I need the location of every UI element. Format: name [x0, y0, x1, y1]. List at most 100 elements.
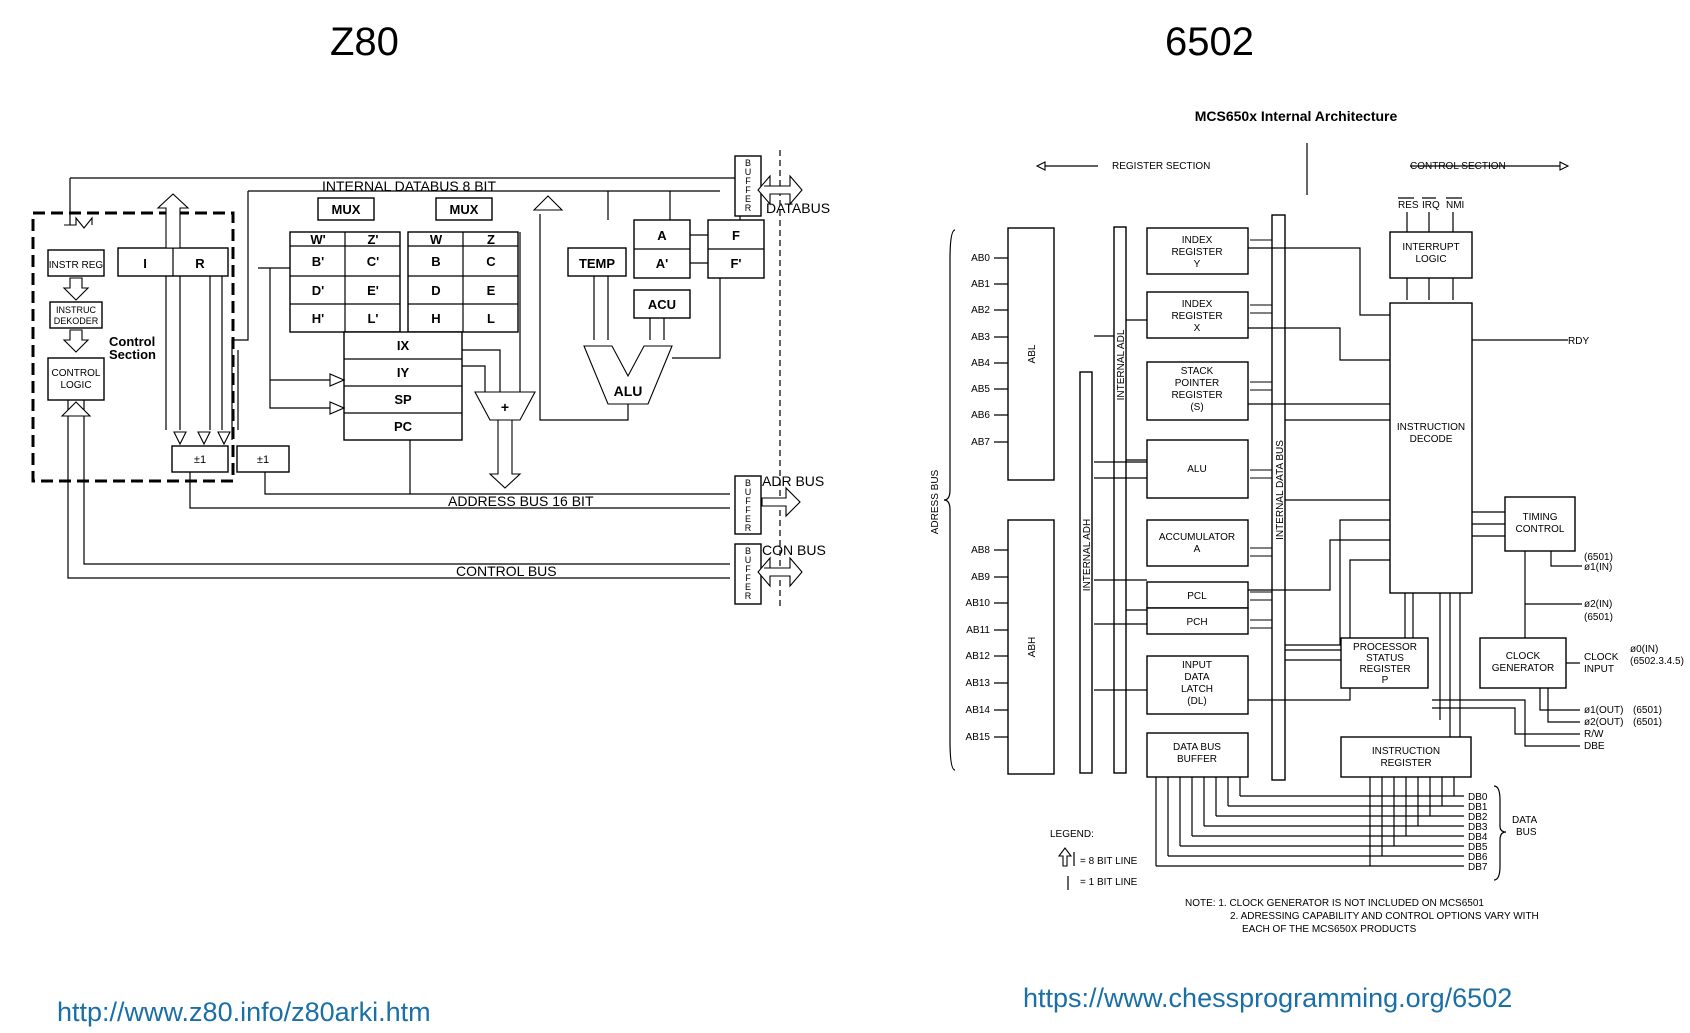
svg-text:INTERNAL DATA BUS: INTERNAL DATA BUS — [1275, 440, 1286, 540]
databus-buffer — [734, 155, 762, 217]
clock-input-2: INPUT — [1584, 664, 1614, 675]
svg-text:TIMING: TIMING — [1523, 512, 1558, 523]
svg-text:ALU: ALU — [1187, 464, 1206, 475]
6502-source-link[interactable]: https://www.chessprogramming.org/6502 — [1023, 983, 1513, 1013]
svg-text:L': L' — [367, 311, 378, 326]
svg-text:R: R — [745, 203, 752, 213]
rdy-pin: RDY — [1568, 336, 1589, 347]
svg-text:F: F — [745, 176, 751, 186]
svg-text:A: A — [1194, 544, 1201, 555]
svg-text:X: X — [1194, 323, 1201, 334]
svg-text:Z: Z — [487, 232, 495, 247]
svg-text:LATCH: LATCH — [1181, 684, 1213, 695]
interrupt-logic — [1389, 231, 1473, 279]
reg-f-alt: F' — [730, 256, 741, 271]
svg-text:INTERNAL ADH: INTERNAL ADH — [1082, 519, 1093, 591]
svg-text:CONTROL: CONTROL — [1516, 524, 1565, 535]
svg-text:DB7: DB7 — [1468, 862, 1488, 873]
data-bus-label-2: BUS — [1516, 827, 1537, 838]
svg-text:F: F — [745, 185, 751, 195]
address-bus-label: ADDRESS BUS 16 BIT — [448, 493, 594, 509]
svg-text:BUFFER: BUFFER — [1177, 754, 1217, 765]
svg-text:DB3: DB3 — [1468, 822, 1488, 833]
databus-label: DATABUS — [766, 200, 830, 216]
instruction-decoder-box — [49, 301, 103, 329]
z80-alu — [583, 345, 673, 405]
abh-register — [1007, 519, 1055, 775]
clock-generator — [1479, 637, 1567, 689]
clock-input-1: CLOCK — [1584, 652, 1619, 663]
adr-bus-label: ADR BUS — [762, 473, 824, 489]
svg-text:AB14: AB14 — [966, 705, 991, 716]
mux-box-1 — [317, 197, 375, 221]
svg-text:F: F — [745, 496, 751, 506]
svg-text:L: L — [487, 311, 495, 326]
svg-text:IY: IY — [397, 365, 410, 380]
svg-text:AB10: AB10 — [966, 598, 991, 609]
svg-text:PC: PC — [394, 419, 413, 434]
mux-box-2 — [435, 197, 493, 221]
phi2-out: ø2(OUT) — [1584, 717, 1623, 728]
svg-text:U: U — [745, 555, 752, 565]
svg-text:B: B — [745, 478, 751, 488]
svg-text:ABL: ABL — [1027, 344, 1038, 363]
address-adder — [474, 391, 536, 421]
svg-text:DB2: DB2 — [1468, 812, 1488, 823]
mux-label-1: MUX — [332, 202, 361, 217]
svg-text:ABH: ABH — [1027, 637, 1038, 658]
svg-text:REGISTER: REGISTER — [1171, 247, 1222, 258]
svg-text:IX: IX — [397, 338, 410, 353]
note-2: 2. ADRESSING CAPABILITY AND CONTROL OPTI… — [1230, 911, 1539, 922]
phi2-out-note: (6501) — [1633, 717, 1662, 728]
instr-reg-label: INSTR REG — [49, 260, 104, 271]
svg-text:AB5: AB5 — [971, 384, 990, 395]
dbe-pin: DBE — [1584, 741, 1605, 752]
dekoder-label: DEKODER — [54, 316, 99, 326]
legend-title: LEGEND: — [1050, 829, 1094, 840]
address-buffer — [734, 475, 762, 535]
svg-text:REGISTER: REGISTER — [1380, 758, 1431, 769]
svg-text:DB1: DB1 — [1468, 802, 1488, 813]
6502-heading: MCS650x Internal Architecture — [1195, 108, 1398, 124]
mux-label-2: MUX — [450, 202, 479, 217]
svg-text:REGISTER: REGISTER — [1359, 664, 1410, 675]
phi1-out-note: (6501) — [1633, 705, 1662, 716]
adress-bus-label: ADRESS BUS — [930, 469, 941, 534]
z80-source-link[interactable]: http://www.z80.info/z80arki.htm — [57, 997, 431, 1027]
svg-text:D': D' — [312, 283, 324, 298]
svg-text:P: P — [1382, 675, 1389, 686]
rw-pin: R/W — [1584, 729, 1604, 740]
internal-data-bus — [1271, 214, 1286, 781]
svg-text:STATUS: STATUS — [1366, 653, 1404, 664]
instruc-label: INSTRUC — [56, 305, 96, 315]
svg-text:E: E — [487, 283, 496, 298]
svg-text:E': E' — [367, 283, 379, 298]
res-pin: RES — [1398, 200, 1419, 211]
svg-text:(DL): (DL) — [1187, 696, 1206, 707]
internal-databus-label: INTERNAL DATABUS 8 BIT — [322, 178, 496, 194]
increment-box-1 — [171, 445, 229, 473]
svg-text:U: U — [745, 487, 752, 497]
svg-text:AB4: AB4 — [971, 358, 990, 369]
phi1-out: ø1(OUT) — [1584, 705, 1623, 716]
svg-text:DATA: DATA — [1184, 672, 1210, 683]
logic-label: LOGIC — [60, 380, 91, 391]
svg-text:SP: SP — [394, 392, 412, 407]
inc-label-1: ±1 — [194, 454, 206, 466]
svg-text:E: E — [745, 194, 751, 204]
svg-text:DB5: DB5 — [1468, 842, 1488, 853]
svg-text:POINTER: POINTER — [1175, 378, 1219, 389]
svg-text:B': B' — [312, 254, 324, 269]
svg-text:PCH: PCH — [1186, 617, 1207, 628]
phi2-in-note: (6501) — [1584, 612, 1613, 623]
svg-text:AB9: AB9 — [971, 572, 990, 583]
svg-text:R: R — [745, 591, 752, 601]
svg-text:INPUT: INPUT — [1182, 660, 1212, 671]
control-section-label-2: Section — [109, 347, 156, 362]
svg-text:(S): (S) — [1190, 402, 1203, 413]
svg-text:Z': Z' — [367, 232, 378, 247]
svg-text:AB2: AB2 — [971, 305, 990, 316]
alu-label: ALU — [614, 383, 643, 399]
